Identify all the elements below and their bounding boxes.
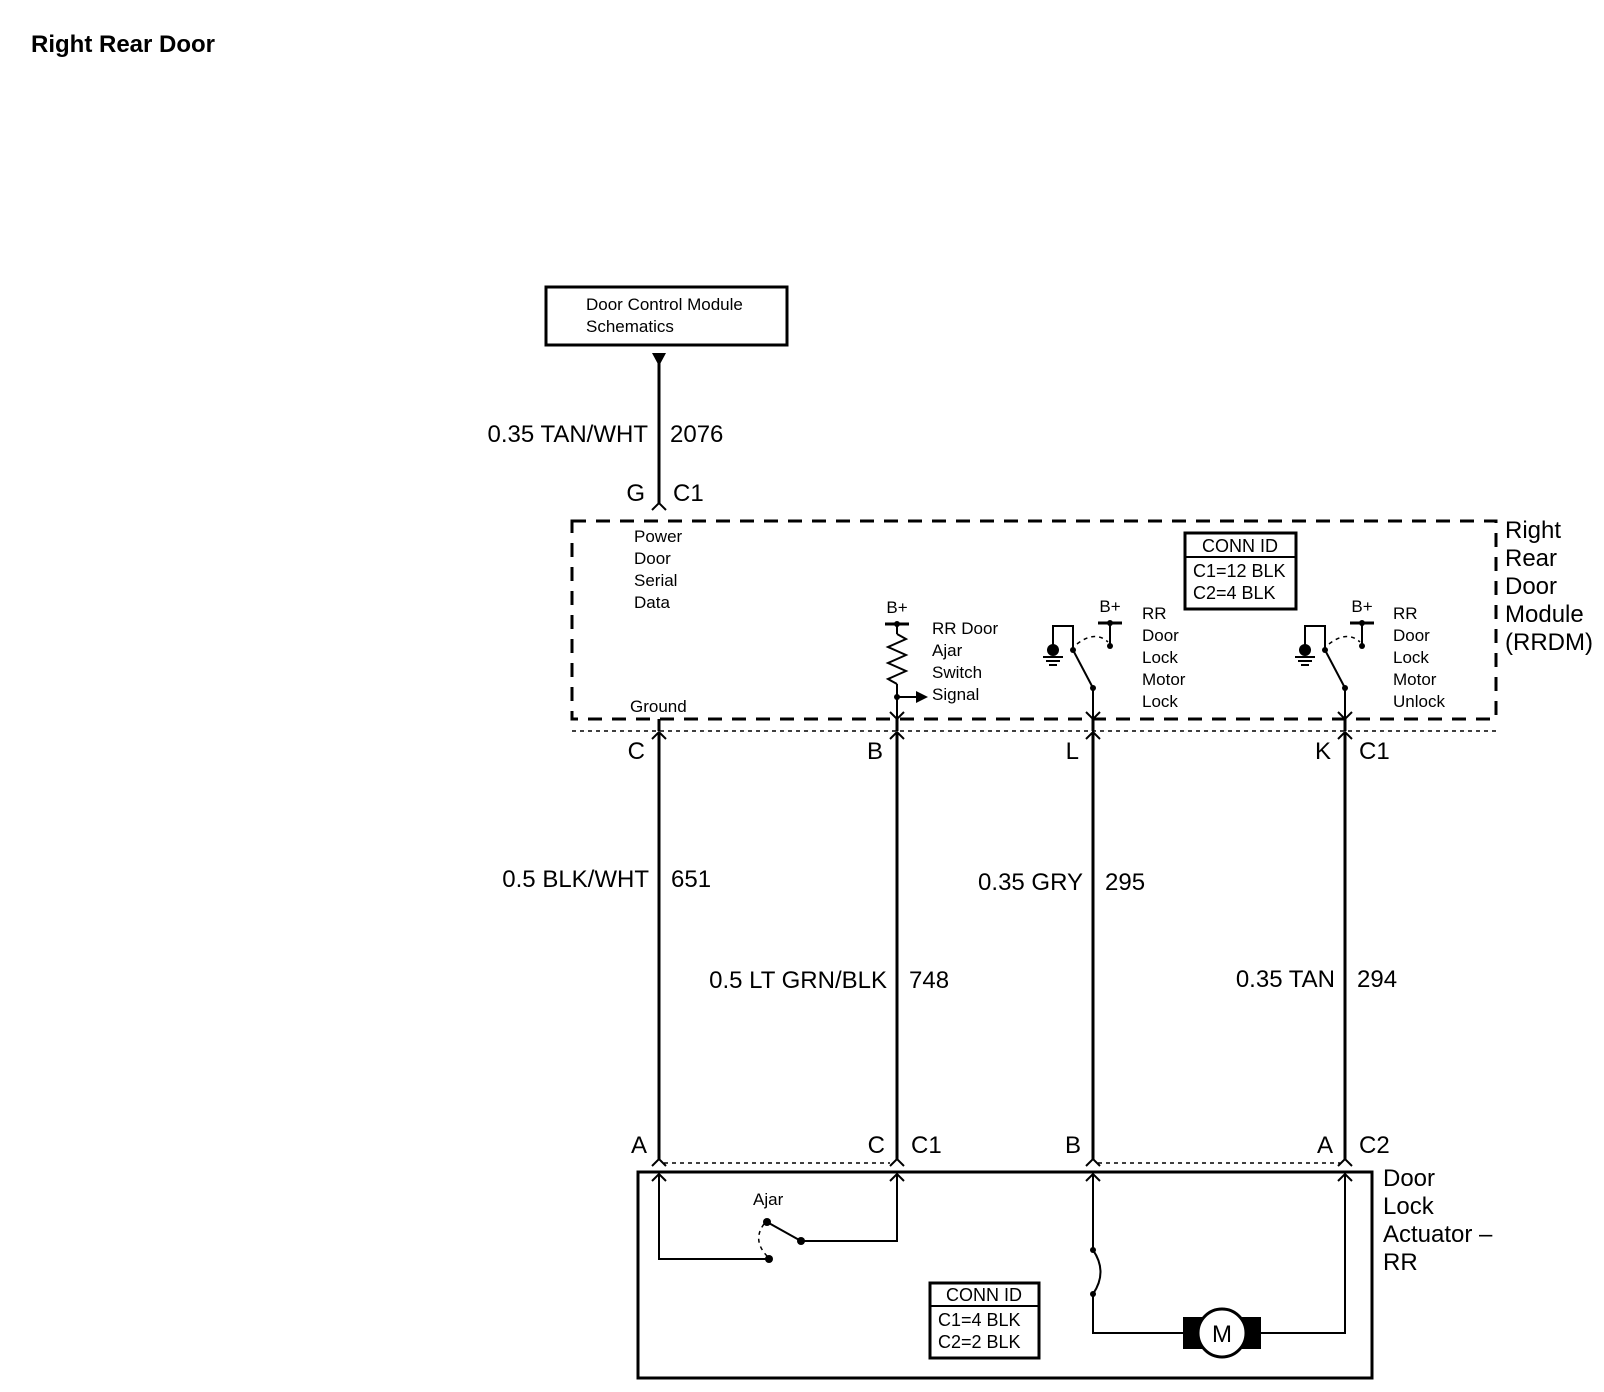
actuator-name-line2: Lock	[1383, 1193, 1435, 1220]
unlock-motor-line3: Lock	[1393, 648, 1429, 667]
module-name-line3: Door	[1505, 573, 1557, 600]
module-name-line2: Rear	[1505, 545, 1557, 572]
rrdm-module: Right Rear Door Module (RRDM) Power Door…	[570, 517, 1593, 765]
unlock-motor-line1: RR	[1393, 604, 1418, 623]
actuator-conn-id-title: CONN ID	[946, 1285, 1022, 1305]
lock-switch-icon	[1072, 649, 1094, 689]
module-conn-id-line1: C1=12 BLK	[1193, 561, 1286, 581]
actuator-pin-a-c2: A	[1317, 1132, 1333, 1159]
unlock-switch-icon	[1324, 649, 1346, 689]
module-name-line1: Right	[1505, 517, 1561, 544]
ajar-signal-line2: Ajar	[932, 641, 963, 660]
lock-motor-line1: RR	[1142, 604, 1167, 623]
page-title: Right Rear Door	[31, 31, 215, 58]
module-connector-c1: C1	[1359, 738, 1390, 765]
bplus-label-ajar: B+	[886, 598, 907, 617]
signal-arrow-icon	[916, 691, 928, 703]
wire-2076-label: 0.35 TAN/WHT	[488, 421, 649, 448]
ground-icon	[1299, 644, 1311, 656]
actuator-connector-c2: C2	[1359, 1132, 1390, 1159]
motor-icon	[1196, 1307, 1248, 1359]
lock-motor-line5: Lock	[1142, 692, 1178, 711]
serial-data-line3: Serial	[634, 571, 677, 590]
wire-748-circuit: 748	[909, 967, 949, 994]
ajar-signal-line4: Signal	[932, 685, 979, 704]
actuator-connectors: A C C1 B A C2	[631, 1132, 1390, 1167]
lock-motor-line3: Lock	[1142, 648, 1178, 667]
actuator-outline	[636, 1170, 1374, 1380]
wire-295-label: 0.35 GRY	[978, 869, 1083, 896]
motor-circuit: M	[1090, 1174, 1346, 1359]
module-outline	[570, 519, 1498, 721]
wire-2076: 0.35 TAN/WHT 2076 G C1	[488, 353, 723, 511]
unlock-motor-line2: Door	[1393, 626, 1430, 645]
pin-g: G	[626, 480, 645, 507]
actuator-pin-b: B	[1065, 1132, 1081, 1159]
module-conn-id-title: CONN ID	[1202, 536, 1278, 556]
wire-2076-circuit: 2076	[670, 421, 723, 448]
actuator-name-line1: Door	[1383, 1165, 1435, 1192]
motor-label: M	[1212, 1321, 1232, 1348]
lock-motor-relay: B+ RR Door Lock Motor Lock	[1043, 597, 1186, 731]
bplus-label-unlock: B+	[1351, 597, 1372, 616]
wire-295-circuit: 295	[1105, 869, 1145, 896]
actuator-pin-c: C	[868, 1132, 885, 1159]
wire-651-circuit: 651	[671, 866, 711, 893]
wire-651-label: 0.5 BLK/WHT	[502, 866, 649, 893]
actuator-conn-id-box: CONN ID C1=4 BLK C2=2 BLK	[928, 1281, 1041, 1360]
ref-box-line1: Door Control Module	[586, 295, 743, 314]
unlock-motor-line5: Unlock	[1393, 692, 1445, 711]
ajar-switch-icon	[766, 1221, 802, 1242]
actuator-conn-id-line1: C1=4 BLK	[938, 1310, 1021, 1330]
module-pin-l: L	[1066, 738, 1079, 765]
bplus-label-lock: B+	[1099, 597, 1120, 616]
ajar-switch-label: Ajar	[753, 1190, 784, 1209]
module-conn-id-line2: C2=4 BLK	[1193, 583, 1276, 603]
lock-motor-line2: Door	[1142, 626, 1179, 645]
ajar-signal-circuit: B+ RR Door Ajar Switch Signal	[885, 598, 998, 731]
serial-data-line4: Data	[634, 593, 670, 612]
serial-data-line1: Power	[634, 527, 683, 546]
door-lock-actuator: Door Lock Actuator – RR Ajar	[636, 1165, 1493, 1380]
module-conn-id-box: CONN ID C1=12 BLK C2=4 BLK	[1183, 531, 1298, 611]
ground-label: Ground	[630, 697, 687, 716]
actuator-name-line4: RR	[1383, 1249, 1418, 1276]
actuator-name-line3: Actuator –	[1383, 1221, 1493, 1248]
terminal-icon	[651, 501, 667, 511]
ajar-signal-line3: Switch	[932, 663, 982, 682]
connector-c1-top: C1	[673, 480, 704, 507]
module-pin-c: C	[628, 738, 645, 765]
module-name-line5: (RRDM)	[1505, 629, 1593, 656]
unlock-motor-relay: B+ RR Door Lock Motor Unlock	[1295, 597, 1445, 731]
unlock-motor-line4: Motor	[1393, 670, 1437, 689]
harness-wires: 0.5 BLK/WHT 651 0.5 LT GRN/BLK 748 0.35 …	[502, 730, 1397, 1160]
actuator-pin-a-c1: A	[631, 1132, 647, 1159]
wire-748-label: 0.5 LT GRN/BLK	[709, 967, 887, 994]
actuator-conn-id-line2: C2=2 BLK	[938, 1332, 1021, 1352]
actuator-connector-c1: C1	[911, 1132, 942, 1159]
thermal-breaker-icon	[1092, 1249, 1102, 1295]
schematic-reference-box[interactable]: Door Control Module Schematics	[544, 285, 789, 347]
wire-294-circuit: 294	[1357, 966, 1397, 993]
lock-motor-line4: Motor	[1142, 670, 1186, 689]
ref-box-line2: Schematics	[586, 317, 674, 336]
wire-294-label: 0.35 TAN	[1236, 966, 1335, 993]
resistor-icon	[885, 633, 909, 685]
ajar-signal-line1: RR Door	[932, 619, 998, 638]
ground-icon	[1047, 644, 1059, 656]
serial-data-line2: Door	[634, 549, 671, 568]
module-pin-k: K	[1315, 738, 1331, 765]
ajar-switch: Ajar	[658, 1174, 898, 1263]
module-pin-b: B	[867, 738, 883, 765]
module-name-line4: Module	[1505, 601, 1584, 628]
